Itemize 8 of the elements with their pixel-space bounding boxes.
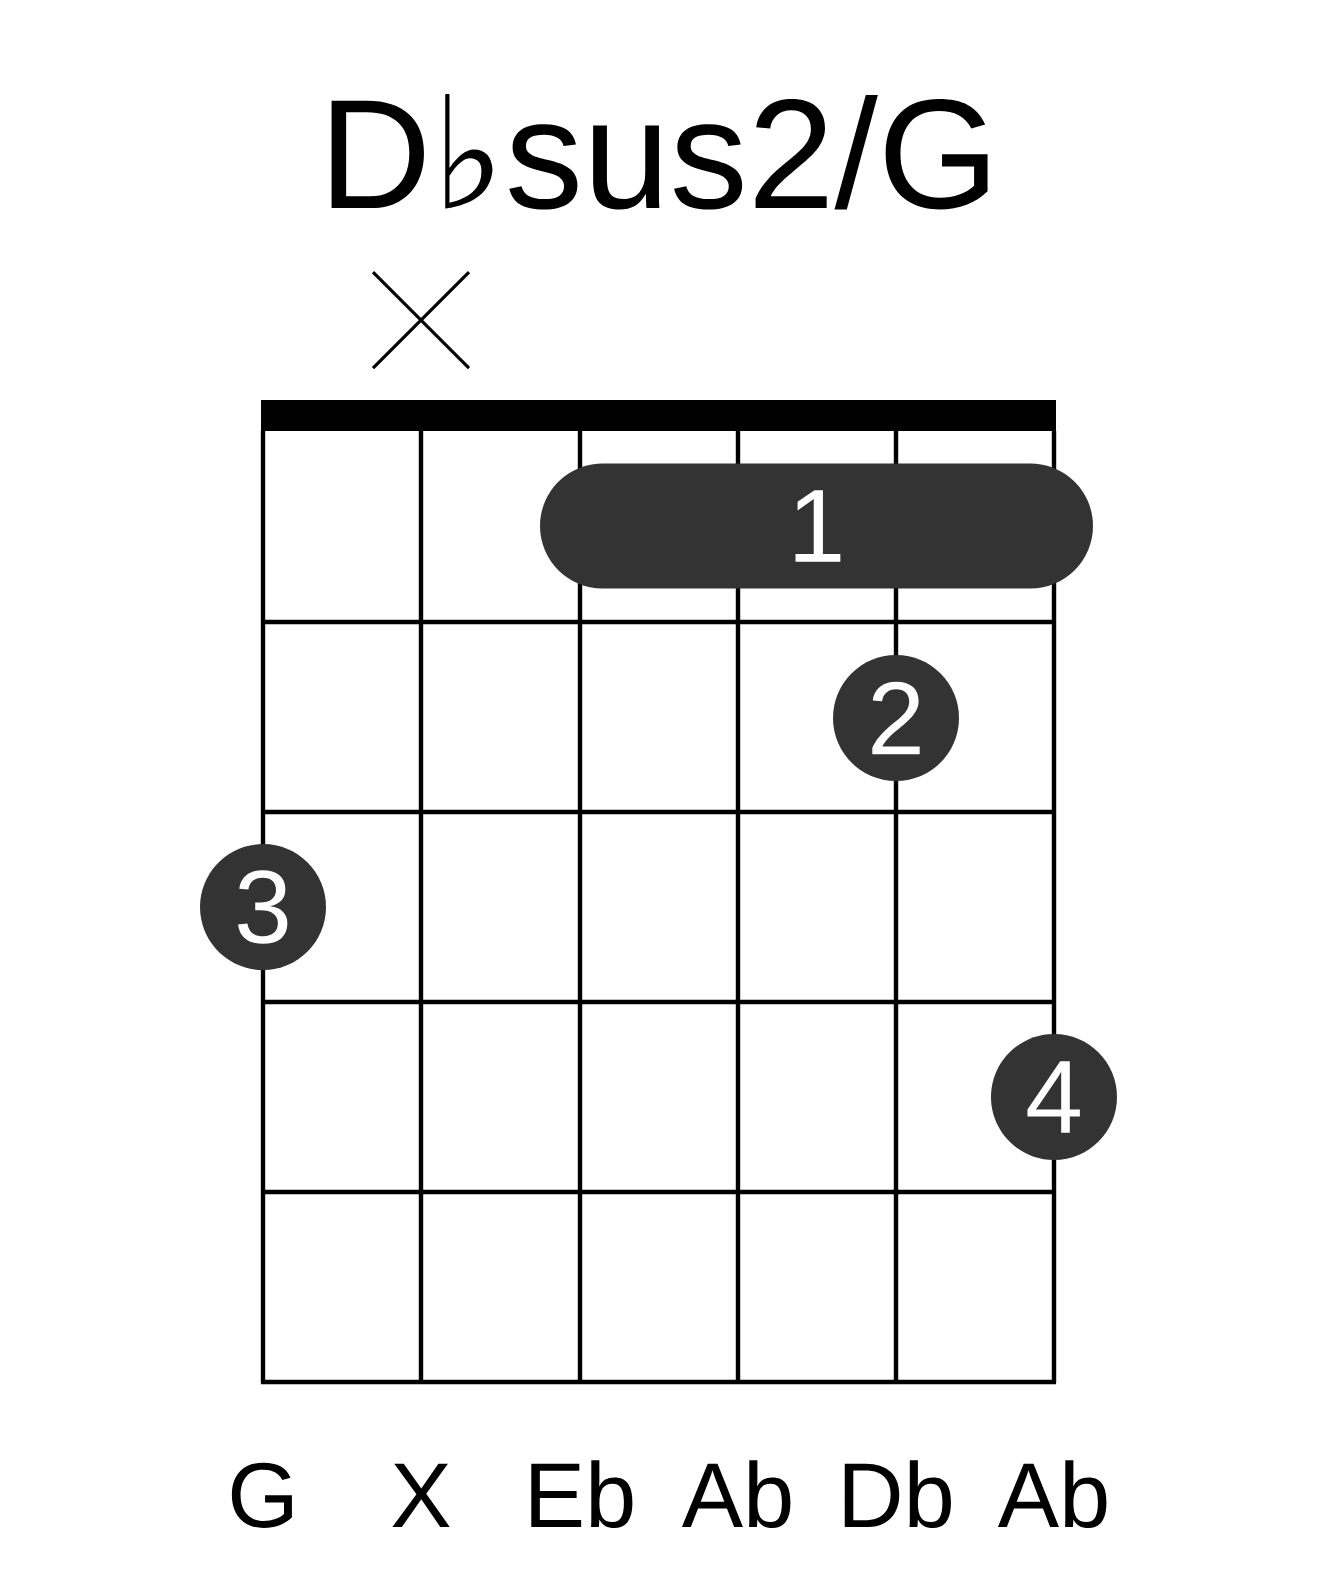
barre-bar: 1 — [540, 463, 1093, 589]
string-name: Db — [844, 1460, 951, 1528]
string-name: Ab — [681, 1460, 791, 1528]
string-name: G — [231, 1462, 292, 1528]
chord-title: D♭sus2/G — [331, 94, 988, 210]
string-name: X — [392, 1463, 450, 1527]
string-name: Eb — [531, 1460, 633, 1528]
string-name: Ab — [997, 1460, 1107, 1528]
